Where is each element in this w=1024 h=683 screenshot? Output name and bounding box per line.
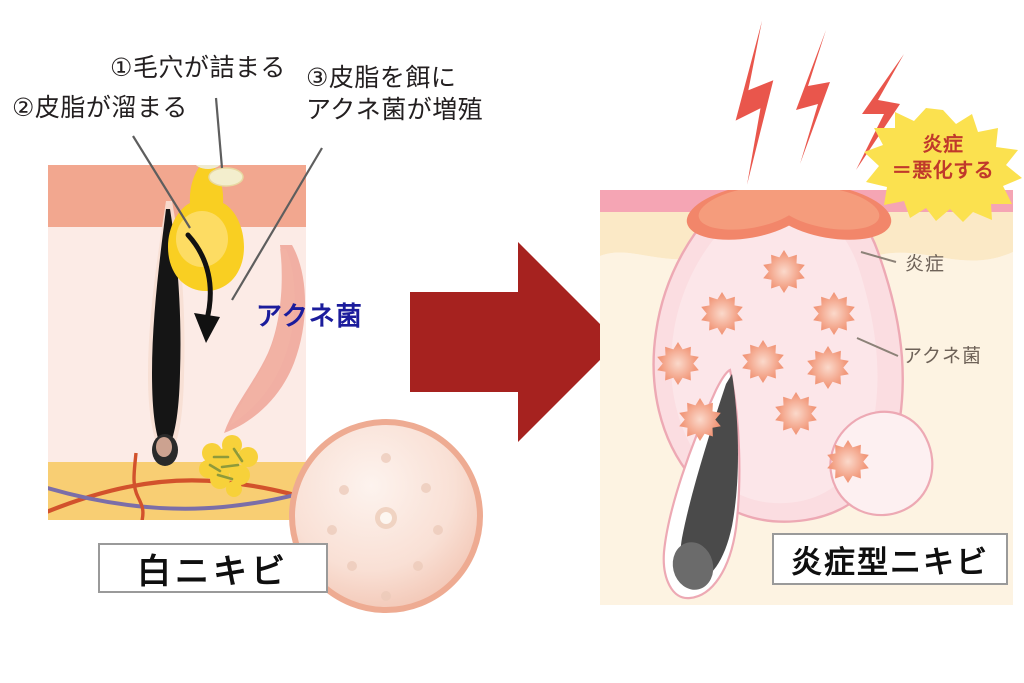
arrector-pili-muscle — [224, 245, 306, 433]
caption-inflammatory-acne: 炎症型ニキビ — [772, 533, 1008, 585]
right-arrow — [410, 242, 618, 442]
caption-whitehead: 白ニキビ — [98, 543, 328, 593]
inflammation-burst-badge — [864, 108, 1022, 222]
callout-bacteria-multiply: ③皮脂を餌に アクネ菌が増殖 — [306, 64, 484, 124]
skin-surface-sphere — [289, 419, 483, 613]
callout-sebum-buildup: ②皮脂が溜まる — [12, 94, 188, 122]
left-skin-cross-section — [48, 165, 306, 520]
callout-clogged-pore: ①毛穴が詰まる — [110, 54, 286, 82]
clogged-pore-plug — [208, 167, 244, 187]
right-hair-follicle — [662, 368, 741, 600]
label-acne-bacteria: アクネ菌 — [903, 346, 983, 367]
acne-bacteria-label: アクネ菌 — [256, 301, 363, 331]
sebum-flow-arrow — [185, 232, 220, 343]
lightning-bolts — [735, 20, 904, 185]
acne-bacteria-cluster — [199, 435, 258, 497]
label-inflammation: 炎症 — [905, 254, 946, 275]
blood-vessels — [48, 452, 306, 520]
pustule-heads — [686, 190, 892, 240]
burst-badge-text: 炎症 ＝悪化する — [891, 134, 995, 182]
